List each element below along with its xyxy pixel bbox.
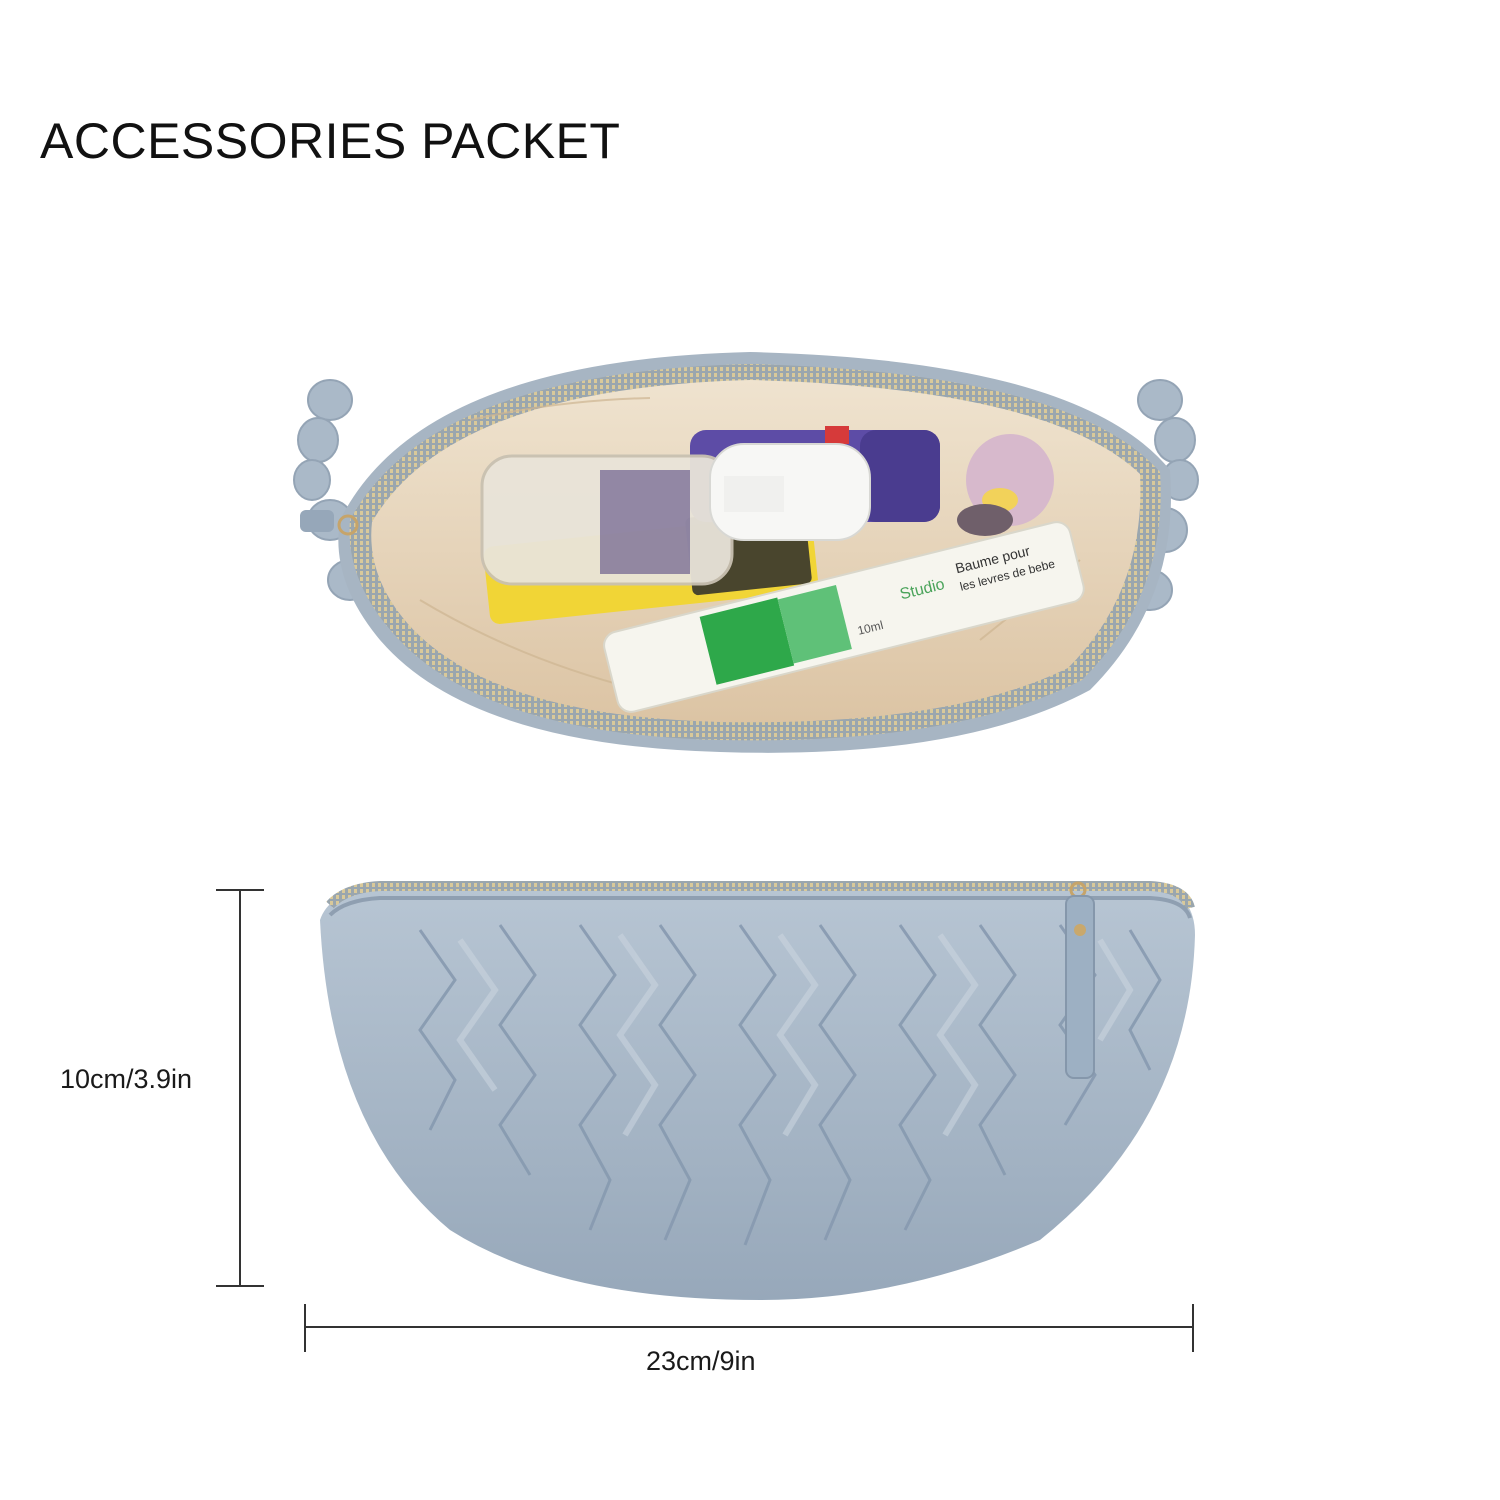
zipper-tab — [1065, 881, 1095, 1079]
green-white-tube: Studio Baume pour les levres de bebe 10m… — [603, 521, 1085, 713]
closed-bag — [320, 881, 1195, 1300]
open-bag: Studio Baume pour les levres de bebe 10m… — [293, 352, 1199, 753]
quilt-pattern — [418, 924, 1162, 1246]
clear-bottle — [480, 443, 871, 586]
plush-toy — [957, 434, 1054, 536]
height-rule — [216, 889, 264, 1287]
balm-label-volume: 10ml — [856, 618, 885, 638]
zipper-pull — [300, 510, 334, 532]
width-label: 23cm/9in — [646, 1346, 756, 1376]
width-rule — [304, 1304, 1194, 1352]
height-label: 10cm/3.9in — [60, 1064, 193, 1094]
page-title: ACCESSORIES PACKET — [40, 113, 621, 169]
